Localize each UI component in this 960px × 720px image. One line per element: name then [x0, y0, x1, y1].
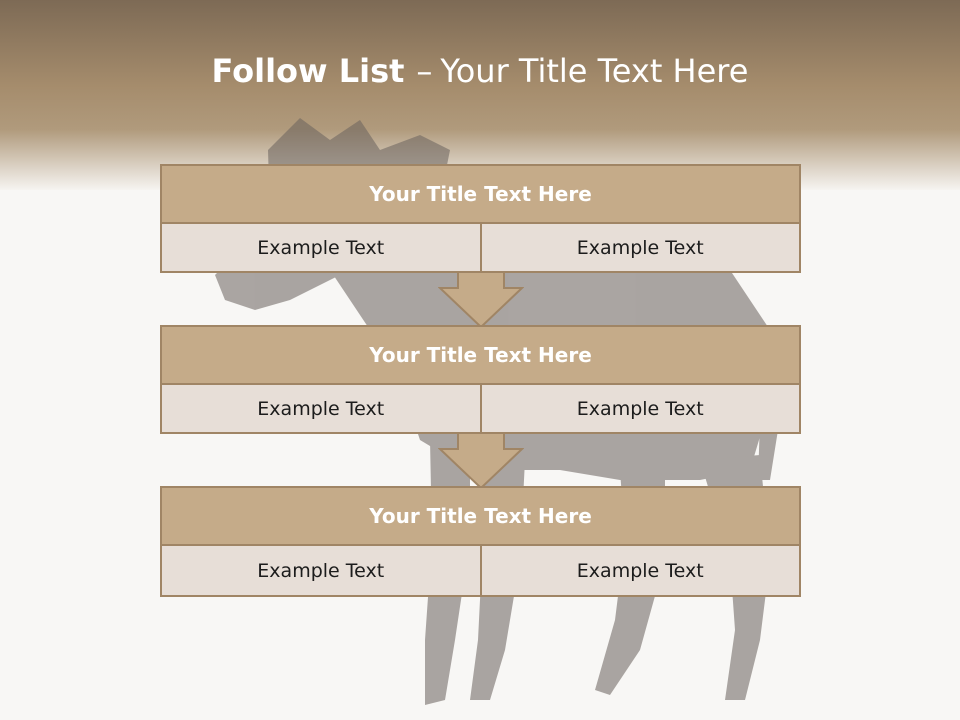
step-title-2: Your Title Text Here [162, 327, 799, 385]
slide-title: Follow List–Your Title Text Here [0, 52, 960, 90]
step-2-right-text: Example Text [479, 385, 799, 432]
step-1-right-text: Example Text [479, 224, 799, 271]
slide-title-separator: – [416, 52, 433, 90]
header-band [0, 0, 960, 190]
step-title-1: Your Title Text Here [162, 166, 799, 224]
slide-title-rest: Your Title Text Here [440, 52, 749, 90]
step-1-left-text: Example Text [162, 224, 480, 271]
step-2-left-text: Example Text [162, 385, 480, 432]
step-box-1: Your Title Text Here Example Text Exampl… [160, 164, 801, 273]
step-3-right-text: Example Text [479, 546, 799, 595]
down-arrow-icon [438, 271, 524, 329]
down-arrow-icon [438, 432, 524, 490]
step-row-2: Example Text Example Text [162, 385, 799, 432]
slide-title-main: Follow List [211, 52, 405, 90]
step-title-3: Your Title Text Here [162, 488, 799, 546]
step-box-2: Your Title Text Here Example Text Exampl… [160, 325, 801, 434]
step-box-3: Your Title Text Here Example Text Exampl… [160, 486, 801, 597]
step-3-left-text: Example Text [162, 546, 480, 595]
step-row-1: Example Text Example Text [162, 224, 799, 271]
step-row-3: Example Text Example Text [162, 546, 799, 595]
